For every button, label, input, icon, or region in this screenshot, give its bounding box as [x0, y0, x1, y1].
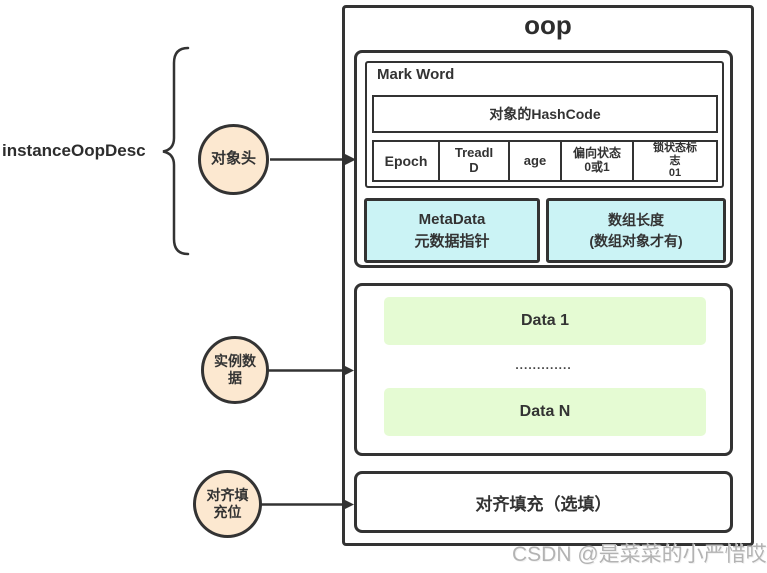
data-1-box: Data 1	[384, 297, 706, 345]
mark-word-fields-row: Epoch TreadI D age 偏向状态 0或1 锁状态标 志 01	[372, 140, 718, 182]
array-length-box: 数组长度 (数组对象才有)	[546, 198, 726, 263]
ellipsis-dots: .............	[515, 358, 572, 372]
field-epoch: Epoch	[374, 142, 440, 180]
align-padding-circle: 对齐填 充位	[193, 470, 262, 538]
instance-oop-desc-label: instanceOopDesc	[2, 141, 146, 160]
object-header-circle: 对象头	[198, 124, 269, 195]
watermark: CSDN @是菜菜的小严惜哎	[512, 543, 767, 566]
mark-word-title: Mark Word	[377, 66, 455, 83]
align-padding-section-box: 对齐填充（选填）	[354, 471, 733, 533]
hashcode-box: 对象的HashCode	[372, 95, 718, 133]
field-age: age	[510, 142, 562, 180]
metadata-pointer-box: MetaData 元数据指针	[364, 198, 540, 263]
curly-brace	[162, 46, 190, 256]
field-bias-state: 偏向状态 0或1	[562, 142, 634, 180]
data-n-box: Data N	[384, 388, 706, 436]
field-tread-id: TreadI D	[440, 142, 510, 180]
oop-title: oop	[524, 10, 572, 40]
instance-data-circle: 实例数 据	[201, 336, 269, 404]
field-lock-flag: 锁状态标 志 01	[653, 142, 697, 180]
